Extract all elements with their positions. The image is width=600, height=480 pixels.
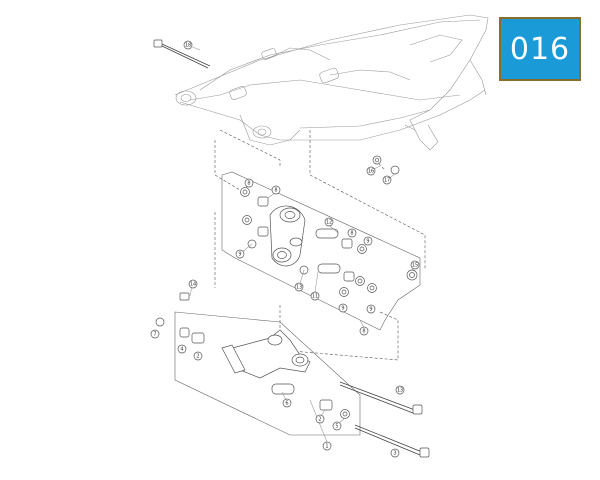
svg-text:7: 7 <box>153 332 156 338</box>
svg-text:9: 9 <box>341 306 344 312</box>
callout-11: 12 <box>324 217 334 227</box>
svg-text:8: 8 <box>350 231 353 237</box>
svg-text:8: 8 <box>247 181 250 187</box>
callout-3-b: 5 <box>332 421 342 431</box>
bolt-13 <box>339 381 423 415</box>
callout-7: 8 <box>359 326 369 336</box>
svg-text:8: 8 <box>274 188 277 194</box>
svg-text:11: 11 <box>312 294 318 300</box>
svg-text:13: 13 <box>397 388 403 394</box>
svg-text:8: 8 <box>362 329 365 335</box>
linkage-rocker <box>269 205 306 267</box>
callout-13: 1313 <box>395 385 405 395</box>
callout-8-d: 9 <box>338 303 348 313</box>
callout-5: 3 <box>390 448 400 458</box>
svg-text:6: 6 <box>285 401 288 407</box>
callout-2-b: 2 <box>315 414 325 424</box>
callout-9-a: 9 <box>235 249 245 259</box>
callout-4: 6 <box>282 398 292 408</box>
svg-text:5: 5 <box>335 424 338 430</box>
guide-lines <box>214 129 426 361</box>
callouts: 18 16 17 8 8 9 12 8 9 15 13 11 9 9 10 8 … <box>150 40 420 458</box>
svg-text:2: 2 <box>196 354 199 360</box>
svg-text:3: 3 <box>393 451 396 457</box>
callout-10: 11 <box>310 291 320 301</box>
svg-text:2: 2 <box>318 417 321 423</box>
svg-text:1: 1 <box>325 444 328 450</box>
leader-lines <box>189 45 415 443</box>
page-number-badge: 016 <box>499 17 581 81</box>
svg-text:9: 9 <box>238 252 241 258</box>
svg-text:18: 18 <box>185 43 191 49</box>
svg-text:13: 13 <box>296 285 302 291</box>
callout-15: 18 <box>183 40 193 50</box>
swingarm <box>174 14 489 151</box>
callout-2-a: 2 <box>193 351 203 361</box>
linkage-group-outline <box>221 171 421 331</box>
svg-text:12: 12 <box>326 220 332 226</box>
callout-8-a: 8 <box>244 178 254 188</box>
linkage-small-parts <box>240 155 418 297</box>
svg-text:4: 4 <box>180 347 183 353</box>
svg-text:17: 17 <box>384 178 390 184</box>
callout-18: 15 <box>410 260 420 270</box>
svg-text:14: 14 <box>190 282 196 288</box>
callout-9-b: 9 <box>363 236 373 246</box>
callout-16: 16 <box>366 166 376 176</box>
callout-8-c: 8 <box>347 228 357 238</box>
lower-small-parts <box>155 292 350 419</box>
callout-8-b: 8 <box>271 185 281 195</box>
callout-3-a: 4 <box>177 344 187 354</box>
lower-group-outline <box>174 311 361 436</box>
svg-text:15: 15 <box>412 263 418 269</box>
svg-text:9: 9 <box>366 239 369 245</box>
connecting-rod <box>221 329 311 379</box>
callout-14: 14 <box>188 279 198 289</box>
svg-text:9: 9 <box>369 307 372 313</box>
callout-12: 13 <box>294 282 304 292</box>
bolt-15 <box>153 39 211 69</box>
callout-6: 7 <box>150 329 160 339</box>
callout-17: 17 <box>382 175 392 185</box>
callout-9-c: 9 <box>366 304 376 314</box>
callout-1: 1 <box>322 441 332 451</box>
svg-text:16: 16 <box>368 169 374 175</box>
bolt-5 <box>354 424 430 458</box>
